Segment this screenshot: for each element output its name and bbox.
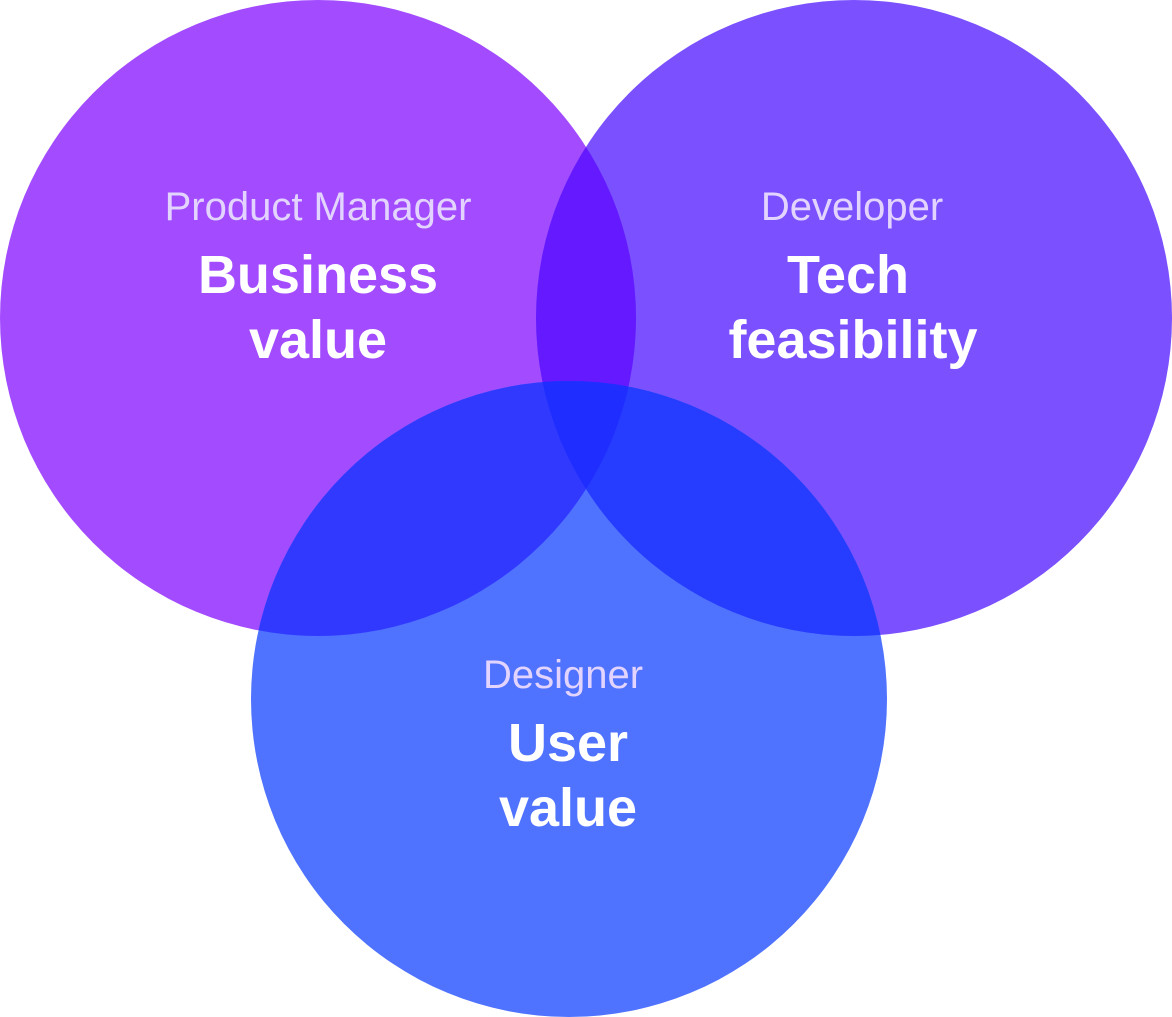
designer-value-line1: User xyxy=(508,713,628,773)
developer-designer-overlap xyxy=(536,381,887,636)
product-manager-value-line2: value xyxy=(249,310,387,370)
product-manager-value-line1: Business xyxy=(198,245,438,305)
developer-value-line1: Tech xyxy=(787,245,909,305)
pm-designer-overlap xyxy=(251,381,636,636)
developer-role-label: Developer xyxy=(761,185,943,229)
product-manager-role-label: Product Manager xyxy=(165,185,472,229)
designer-value-line2: value xyxy=(499,778,637,838)
designer-role-label: Designer xyxy=(483,653,643,697)
developer-value-line2: feasibility xyxy=(728,310,977,370)
